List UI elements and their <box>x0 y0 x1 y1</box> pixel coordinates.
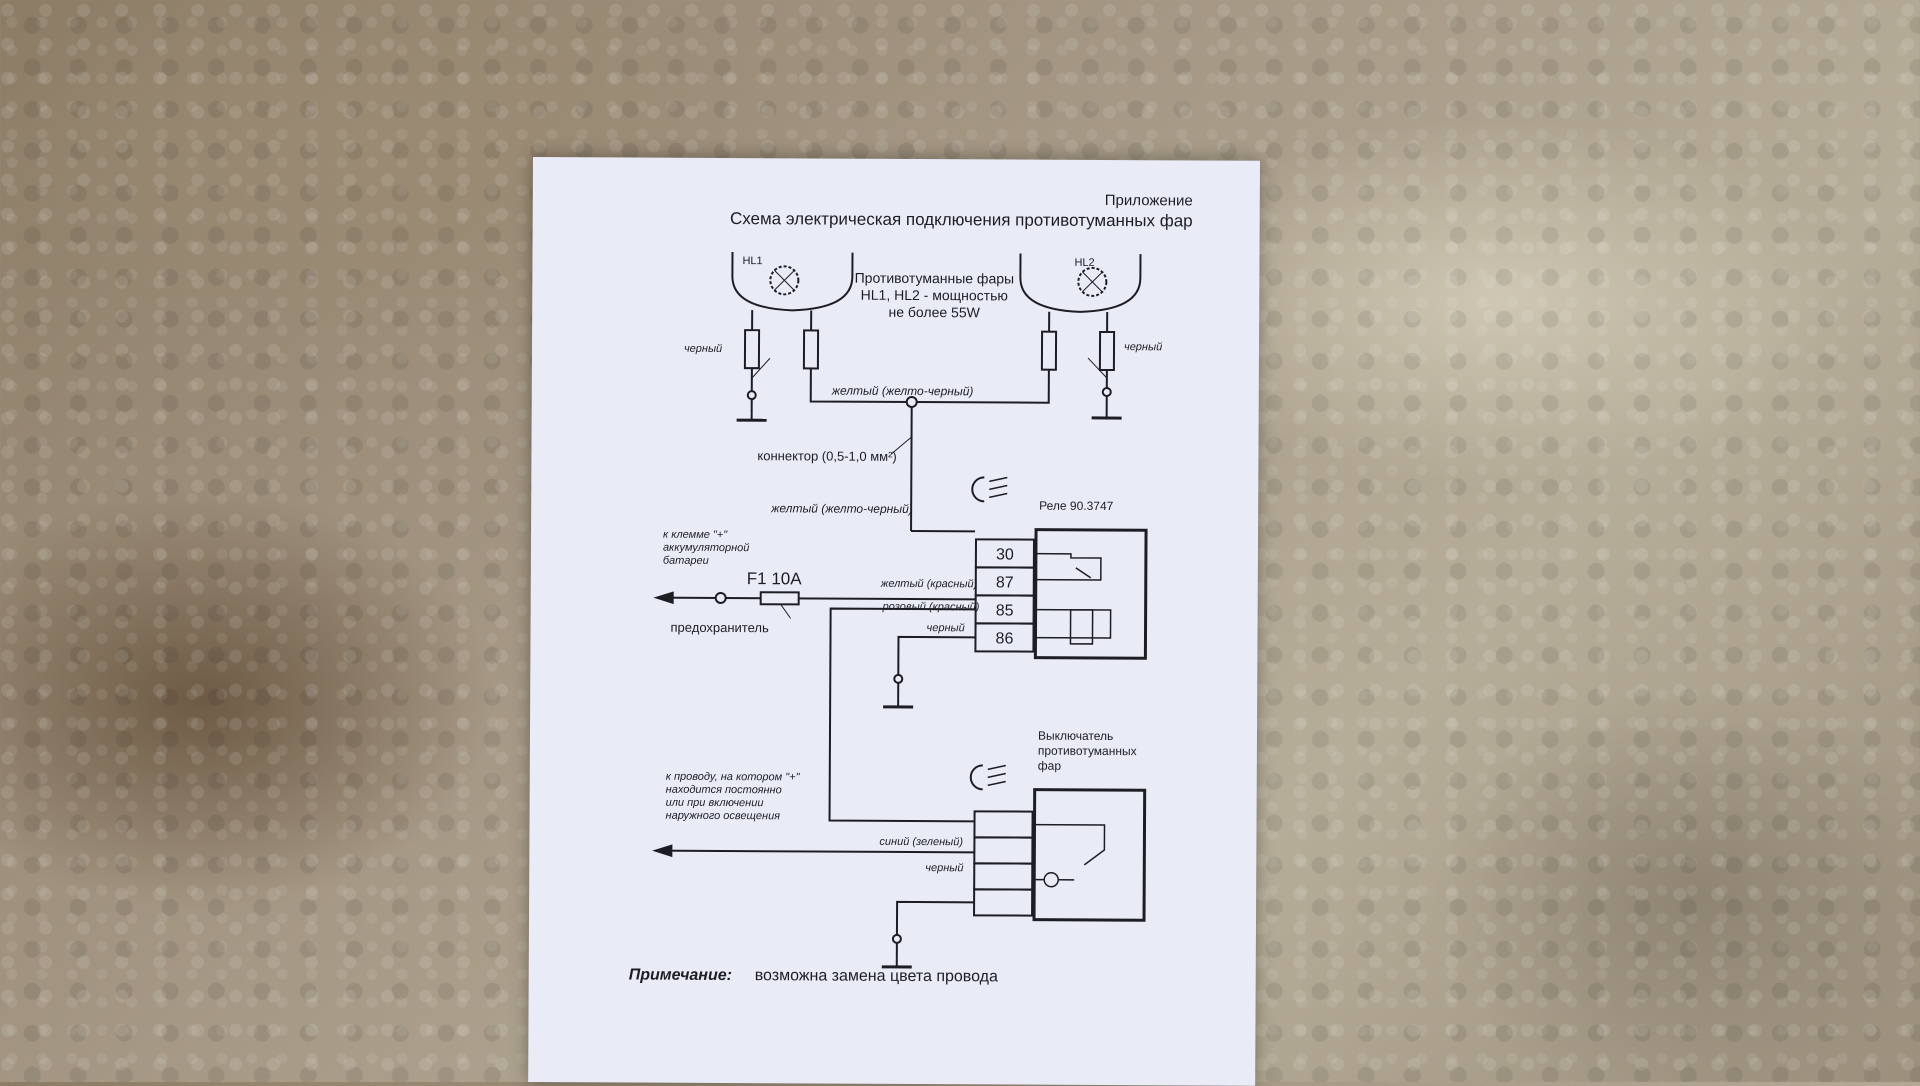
relay-box <box>1035 530 1146 659</box>
switch-pin-4 <box>974 889 1032 915</box>
wire-yellow-mid: желтый (желто-черный) <box>770 501 913 516</box>
wire-87-label: желтый (красный) <box>880 578 978 591</box>
relay-coil <box>1070 610 1092 644</box>
wiring-diagram: Приложение Схема электрическая подключен… <box>528 157 1260 1086</box>
appendix-label: Приложение <box>1105 192 1193 209</box>
battery-label-1: к клемме "+" <box>663 529 728 541</box>
pin-87-label: 87 <box>996 574 1014 591</box>
wire-black-right: черный <box>1124 341 1162 353</box>
note-text: возможна замена цвета провода <box>755 967 998 985</box>
switch-pin-1 <box>974 811 1032 837</box>
feed-label-2: находится постоянно <box>666 784 782 797</box>
feed-label-4: наружного освещения <box>666 810 781 823</box>
wire-blue-label: синий (зеленый) <box>879 836 963 848</box>
connector-label: коннектор (0,5-1,0 мм²) <box>757 448 896 464</box>
pin-85-label: 85 <box>996 602 1014 619</box>
hl1-connector-a <box>745 330 759 368</box>
lamps-caption-3: не более 55W <box>888 304 980 320</box>
battery-label-2: аккумуляторной <box>663 542 750 554</box>
pin-30-label: 30 <box>996 546 1014 563</box>
page-title: Схема электрическая подключения противот… <box>730 209 1193 230</box>
feed-label-3: или при включении <box>666 797 764 810</box>
switch-pin-3 <box>974 863 1032 889</box>
wire-86-label: черный <box>927 622 965 634</box>
arrow-left-icon <box>657 593 673 603</box>
foglight-switch-icon <box>971 765 983 789</box>
fuse-caption: предохранитель <box>671 620 770 636</box>
switch-label-2: противотуманных <box>1038 744 1137 759</box>
note-bold: Примечание: <box>629 967 732 985</box>
wire-black-left: черный <box>684 343 722 355</box>
switch-label-3: фар <box>1038 759 1062 773</box>
switch-box <box>1034 790 1145 921</box>
lamps-caption-2: HL1, HL2 - мощностью <box>861 287 1008 304</box>
connector-node <box>907 397 917 407</box>
paper-sheet: Приложение Схема электрическая подключен… <box>528 157 1260 1086</box>
hl1-label: HL1 <box>742 255 762 267</box>
feed-label-1: к проводу, на котором "+" <box>666 771 801 784</box>
pin-86-label: 86 <box>996 630 1014 647</box>
fuse-label: F1 10A <box>747 569 803 588</box>
wire-yellow-top: желтый (желто-черный) <box>831 384 974 399</box>
switch-pin-2 <box>974 837 1032 863</box>
hl2-connector-a <box>1042 332 1056 370</box>
wire-85-label: розовый (красный) <box>882 601 980 614</box>
switch-label-1: Выключатель <box>1038 729 1113 743</box>
switch-lamp-icon <box>1044 873 1058 887</box>
wire-black-switch-label: черный <box>925 862 963 874</box>
battery-label-3: батареи <box>663 555 709 567</box>
hl1-connector-b <box>804 330 818 368</box>
fuse-icon <box>761 592 799 604</box>
foglight-symbol-icon <box>972 477 984 501</box>
lamps-caption-1: Противотуманные фары <box>855 270 1015 287</box>
hl2-connector-b <box>1100 332 1114 370</box>
relay-label: Реле 90.3747 <box>1039 499 1114 513</box>
arrow-left-feed-icon <box>655 846 671 856</box>
hl2-label: HL2 <box>1074 257 1094 269</box>
